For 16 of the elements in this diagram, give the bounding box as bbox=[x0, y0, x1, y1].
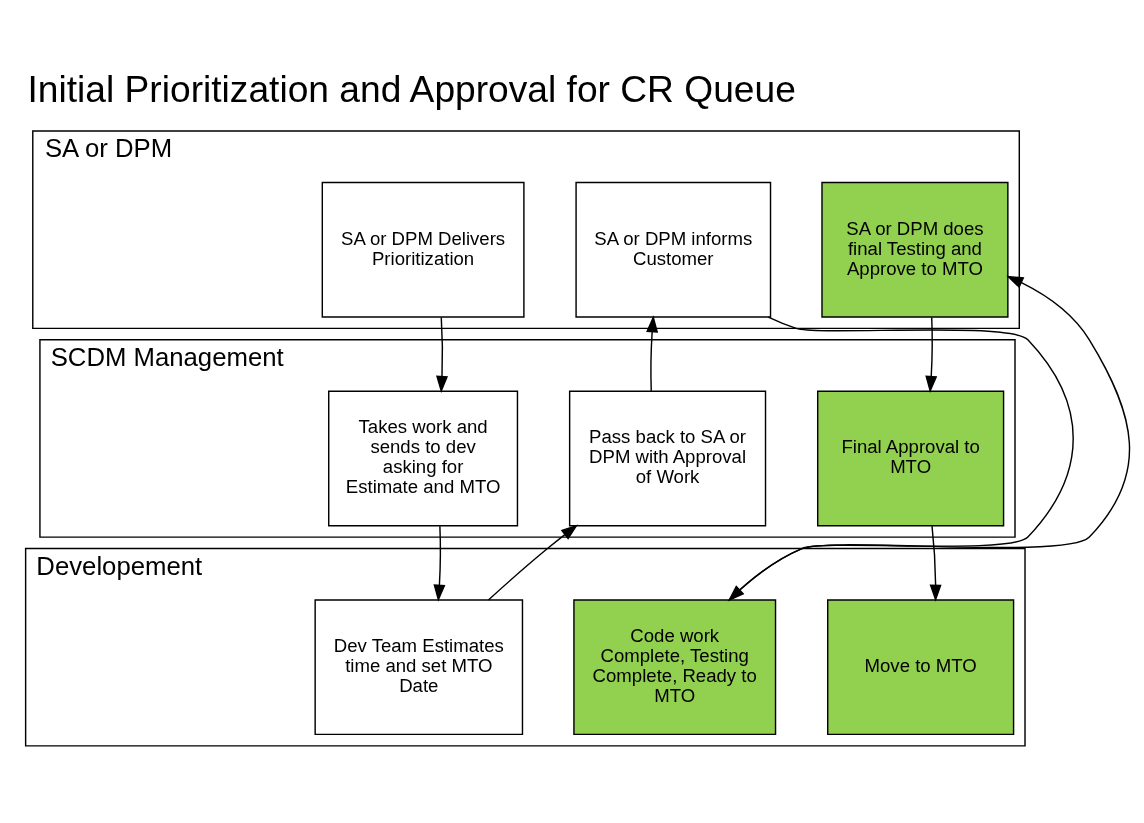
node-box: SA or DPM Delivers Prioritization bbox=[321, 181, 525, 318]
arrow bbox=[433, 524, 446, 602]
arrow bbox=[436, 316, 449, 393]
node-box: Dev Team Estimates time and set MTO Date bbox=[314, 598, 524, 735]
arrow bbox=[487, 523, 579, 601]
node-box: SA or DPM does final Testing and Approve to MTO bbox=[821, 181, 1009, 318]
diagram-title: Initial Prioritization and Approval for CR Queue bbox=[27, 67, 796, 110]
arrow bbox=[925, 316, 938, 393]
node-box: Pass back to SA or DPM with Approval of Work bbox=[568, 390, 767, 526]
node-box: Takes work and sends to dev asking for Estimate and MTO bbox=[328, 390, 519, 526]
arrow bbox=[646, 314, 659, 392]
node-box: Final Approval to MTO bbox=[817, 390, 1005, 526]
node-box: Code work Complete, Testing Complete, Ready to MTO bbox=[573, 598, 777, 735]
node-box: Move to MTO bbox=[827, 598, 1015, 735]
arrow bbox=[929, 524, 942, 602]
node-box: SA or DPM informs Customer bbox=[575, 181, 772, 318]
